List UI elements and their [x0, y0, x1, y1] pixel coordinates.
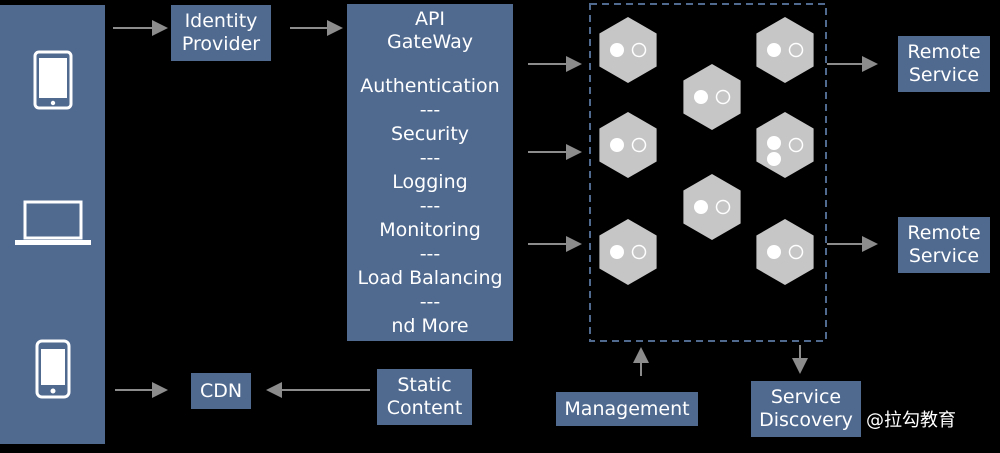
instance-dot-filled — [767, 152, 781, 166]
microservice-hexagon — [756, 112, 814, 178]
instance-dot-filled — [610, 43, 624, 57]
api-gateway-box: API GateWay Authentication --- Security … — [347, 4, 513, 341]
instance-dot-empty — [631, 42, 647, 58]
gateway-feature-load-balancing: Load Balancing — [357, 266, 503, 289]
microservice-hexagon — [599, 17, 657, 83]
instance-dot-filled — [610, 245, 624, 259]
remote-service-2-line-1: Remote — [907, 222, 981, 244]
management-label: Management — [564, 397, 690, 420]
gateway-separator: --- — [419, 290, 441, 313]
microservice-hexagon — [756, 219, 814, 285]
instance-dot-empty — [631, 244, 647, 260]
service-discovery-line-1: Service — [770, 386, 842, 408]
service-discovery-line-2: Discovery — [759, 409, 853, 431]
service-discovery-box: Service Discovery — [751, 381, 861, 437]
instance-dot-empty — [715, 199, 731, 215]
instance-dot-filled — [767, 43, 781, 57]
laptop-icon — [14, 200, 91, 246]
identity-provider-line-2: Provider — [181, 33, 261, 55]
microservices-container — [589, 3, 827, 342]
remote-service-1-line-2: Service — [908, 64, 980, 86]
instance-dot-empty — [788, 244, 804, 260]
phone-icon — [35, 339, 70, 399]
instance-dot-filled — [767, 245, 781, 259]
static-content-line-1: Static — [397, 374, 452, 396]
microservice-hexagon — [599, 219, 657, 285]
gateway-separator: --- — [419, 194, 441, 217]
instance-dot-empty — [788, 137, 804, 153]
static-content-box: Static Content — [377, 369, 472, 425]
instance-dot-filled — [694, 90, 708, 104]
cdn-label: CDN — [199, 379, 243, 402]
static-content-line-2: Content — [386, 397, 463, 419]
microservice-hexagon — [683, 64, 741, 130]
gateway-title-line-2: GateWay — [387, 30, 473, 53]
instance-dot-filled — [610, 138, 624, 152]
gateway-feature-security: Security — [390, 122, 470, 145]
microservice-hexagon — [683, 174, 741, 240]
client-devices-panel — [0, 5, 105, 444]
instance-dot-empty — [715, 89, 731, 105]
remote-service-2-line-2: Service — [908, 245, 980, 267]
gateway-feature-more: nd More — [391, 314, 469, 337]
gateway-separator: --- — [419, 146, 441, 169]
instance-dot-filled — [694, 200, 708, 214]
tablet-icon — [33, 50, 72, 110]
gateway-separator: --- — [419, 98, 441, 121]
gateway-feature-authentication: Authentication — [360, 74, 500, 97]
watermark-text: @拉勾教育 — [866, 410, 956, 431]
management-box: Management — [556, 392, 698, 426]
remote-service-box-1: Remote Service — [898, 36, 990, 92]
instance-dot-empty — [631, 137, 647, 153]
cdn-box: CDN — [191, 373, 251, 409]
instance-dot-empty — [788, 42, 804, 58]
gateway-separator: --- — [419, 242, 441, 265]
gateway-feature-monitoring: Monitoring — [379, 218, 481, 241]
instance-dot-filled — [767, 136, 781, 150]
remote-service-box-2: Remote Service — [898, 217, 990, 273]
microservice-hexagon — [599, 112, 657, 178]
microservice-hexagon — [756, 17, 814, 83]
identity-provider-line-1: Identity — [184, 10, 258, 32]
remote-service-1-line-1: Remote — [907, 41, 981, 63]
microservice-group — [599, 17, 814, 285]
gateway-title-line-1: API — [414, 7, 446, 30]
gateway-feature-logging: Logging — [392, 170, 468, 193]
identity-provider-box: Identity Provider — [171, 5, 271, 61]
